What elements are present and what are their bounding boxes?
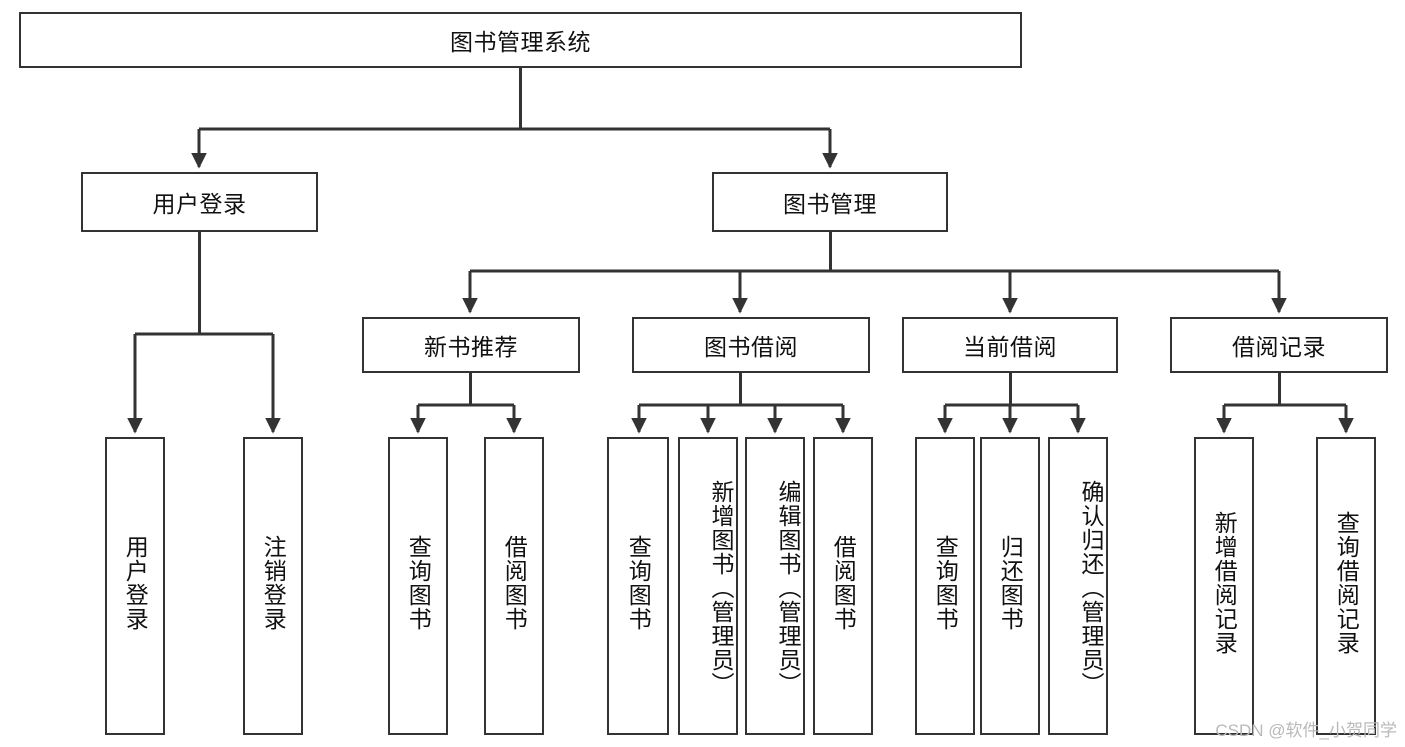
leaf-borrow-books-borrowing[interactable]: 借阅图书: [813, 437, 873, 735]
leaf-query-books-recommendation[interactable]: 查询图书: [388, 437, 448, 735]
leaf-borrow-books-recommendation[interactable]: 借阅图书: [484, 437, 544, 735]
leaf-query-borrow-record[interactable]: 查询借阅记录: [1316, 437, 1376, 735]
leaf-logout[interactable]: 注销登录: [243, 437, 303, 735]
node-book-management[interactable]: 图书管理: [712, 172, 948, 232]
leaf-edit-book-admin[interactable]: 编辑图书（管理员）: [745, 437, 805, 735]
leaf-query-books-borrowing[interactable]: 查询图书: [607, 437, 669, 735]
node-new-book-recommendation[interactable]: 新书推荐: [362, 317, 580, 373]
node-borrow-records[interactable]: 借阅记录: [1170, 317, 1388, 373]
leaf-query-books-current[interactable]: 查询图书: [915, 437, 975, 735]
node-root-system[interactable]: 图书管理系统: [19, 12, 1022, 68]
node-current-borrowing[interactable]: 当前借阅: [902, 317, 1118, 373]
leaf-confirm-return-admin[interactable]: 确认归还（管理员）: [1048, 437, 1108, 735]
leaf-add-borrow-record[interactable]: 新增借阅记录: [1194, 437, 1254, 735]
watermark-text: CSDN @软件_小贺同学: [1215, 721, 1397, 740]
leaf-return-books[interactable]: 归还图书: [980, 437, 1040, 735]
node-user-login[interactable]: 用户登录: [81, 172, 318, 232]
node-book-borrowing[interactable]: 图书借阅: [632, 317, 870, 373]
leaf-add-book-admin[interactable]: 新增图书（管理员）: [678, 437, 738, 735]
leaf-user-login[interactable]: 用户登录: [105, 437, 165, 735]
